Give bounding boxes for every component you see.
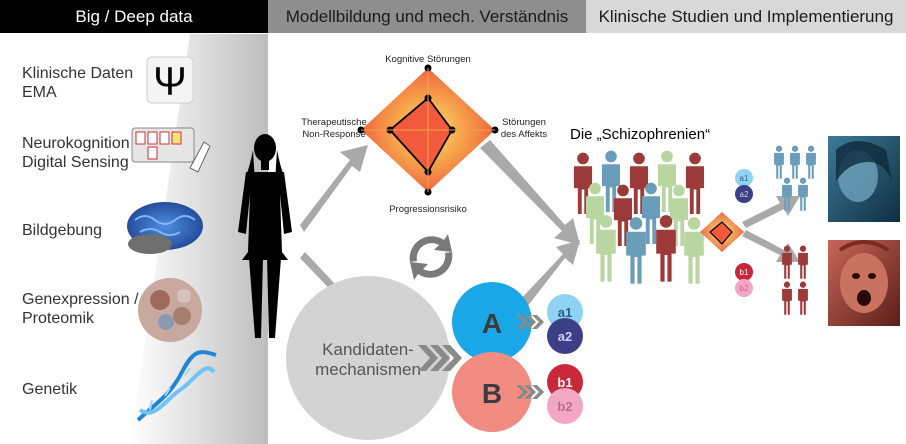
radar-label-bottom: Progressionsrisiko xyxy=(389,204,467,215)
sub-b2-circle xyxy=(547,388,583,424)
protein-structure-icon xyxy=(138,278,202,342)
svg-text:Ψ: Ψ xyxy=(153,60,186,104)
source-neurocognition-line1: Neurokognition xyxy=(22,135,130,152)
sub-b2-label: b2 xyxy=(557,399,572,414)
subgroup-a1-label: a1 xyxy=(740,174,749,183)
radar-label-right-1: Störungen xyxy=(502,117,546,128)
patient-silhouette xyxy=(238,134,292,338)
chevron-arrows-icon xyxy=(418,345,462,371)
subgroup-b1-circle xyxy=(735,263,753,281)
source-gene-expression-line1: Genexpression / xyxy=(22,291,139,308)
source-genetics-line1: Genetik xyxy=(22,381,78,398)
source-imaging: Bildgebung xyxy=(22,221,102,240)
mechanisms-label-1: Kandidaten- xyxy=(322,340,414,359)
psi-icon: Ψ xyxy=(146,56,194,104)
subgroup-b2-label: b2 xyxy=(740,284,749,293)
mechanism-b-label: B xyxy=(482,378,502,409)
portrait-subgroup-b xyxy=(828,240,900,326)
source-gene-expression: Genexpression / Proteomik xyxy=(22,290,139,328)
portrait-subgroup-a xyxy=(828,136,900,222)
subgroup-b1-label: b1 xyxy=(740,268,749,277)
source-genetics: Genetik xyxy=(22,380,77,399)
source-gene-expression-line2: Proteomik xyxy=(22,310,95,327)
mechanism-a-circle xyxy=(452,282,532,362)
source-neurocognition-line2: Digital Sensing xyxy=(22,154,129,171)
subgroup-a2-label: a2 xyxy=(740,190,749,199)
mechanism-a-label: A xyxy=(482,308,502,339)
source-clinical-data-line2: EMA xyxy=(22,84,57,101)
small-radar xyxy=(700,212,744,252)
tablet-cards-icon xyxy=(131,127,211,173)
source-imaging-line1: Bildgebung xyxy=(22,222,103,239)
radar-label-left-2: Non-Response xyxy=(302,129,365,140)
subgroup-a2-circle xyxy=(735,185,753,203)
mechanism-b-circle xyxy=(452,352,532,432)
chevron-a-icon xyxy=(516,315,544,329)
subgroup-b2-circle xyxy=(735,279,753,297)
source-clinical-data: Klinische Daten EMA xyxy=(22,64,133,102)
radar-label-top: Kognitive Störungen xyxy=(385,54,471,65)
candidate-mechanisms-circle xyxy=(286,276,450,440)
arrow-to-subgroup-a xyxy=(742,196,800,228)
brain-scan-icon xyxy=(127,202,203,254)
header-modellbildung: Modellbildung und mech. Verständnis xyxy=(268,0,586,33)
radar-label-left-1: Therapeutische xyxy=(301,117,366,128)
chevron-b-icon xyxy=(516,385,544,399)
header-big-deep-data: Big / Deep data xyxy=(0,0,268,33)
sub-a2-circle xyxy=(547,318,583,354)
mechanisms-label-2: mechanismen xyxy=(315,360,421,379)
sub-b1-label: b1 xyxy=(557,375,572,390)
cycle-arrows-icon xyxy=(409,234,453,280)
population-title: Die „Schizophrenien“ xyxy=(570,126,710,143)
symptom-radar xyxy=(357,64,499,196)
header-klinische-studien: Klinische Studien und Implementierung xyxy=(586,0,906,33)
radar-label-right-2: des Affekts xyxy=(501,129,548,140)
sub-a2-label: a2 xyxy=(558,329,572,344)
source-clinical-data-line1: Klinische Daten xyxy=(22,65,134,82)
subgroup-a1-circle xyxy=(735,169,753,187)
sub-a1-label: a1 xyxy=(558,305,572,320)
patient-crowd xyxy=(573,150,705,284)
dna-helix-icon xyxy=(136,350,217,422)
source-neurocognition: Neurokognition Digital Sensing xyxy=(22,134,130,172)
